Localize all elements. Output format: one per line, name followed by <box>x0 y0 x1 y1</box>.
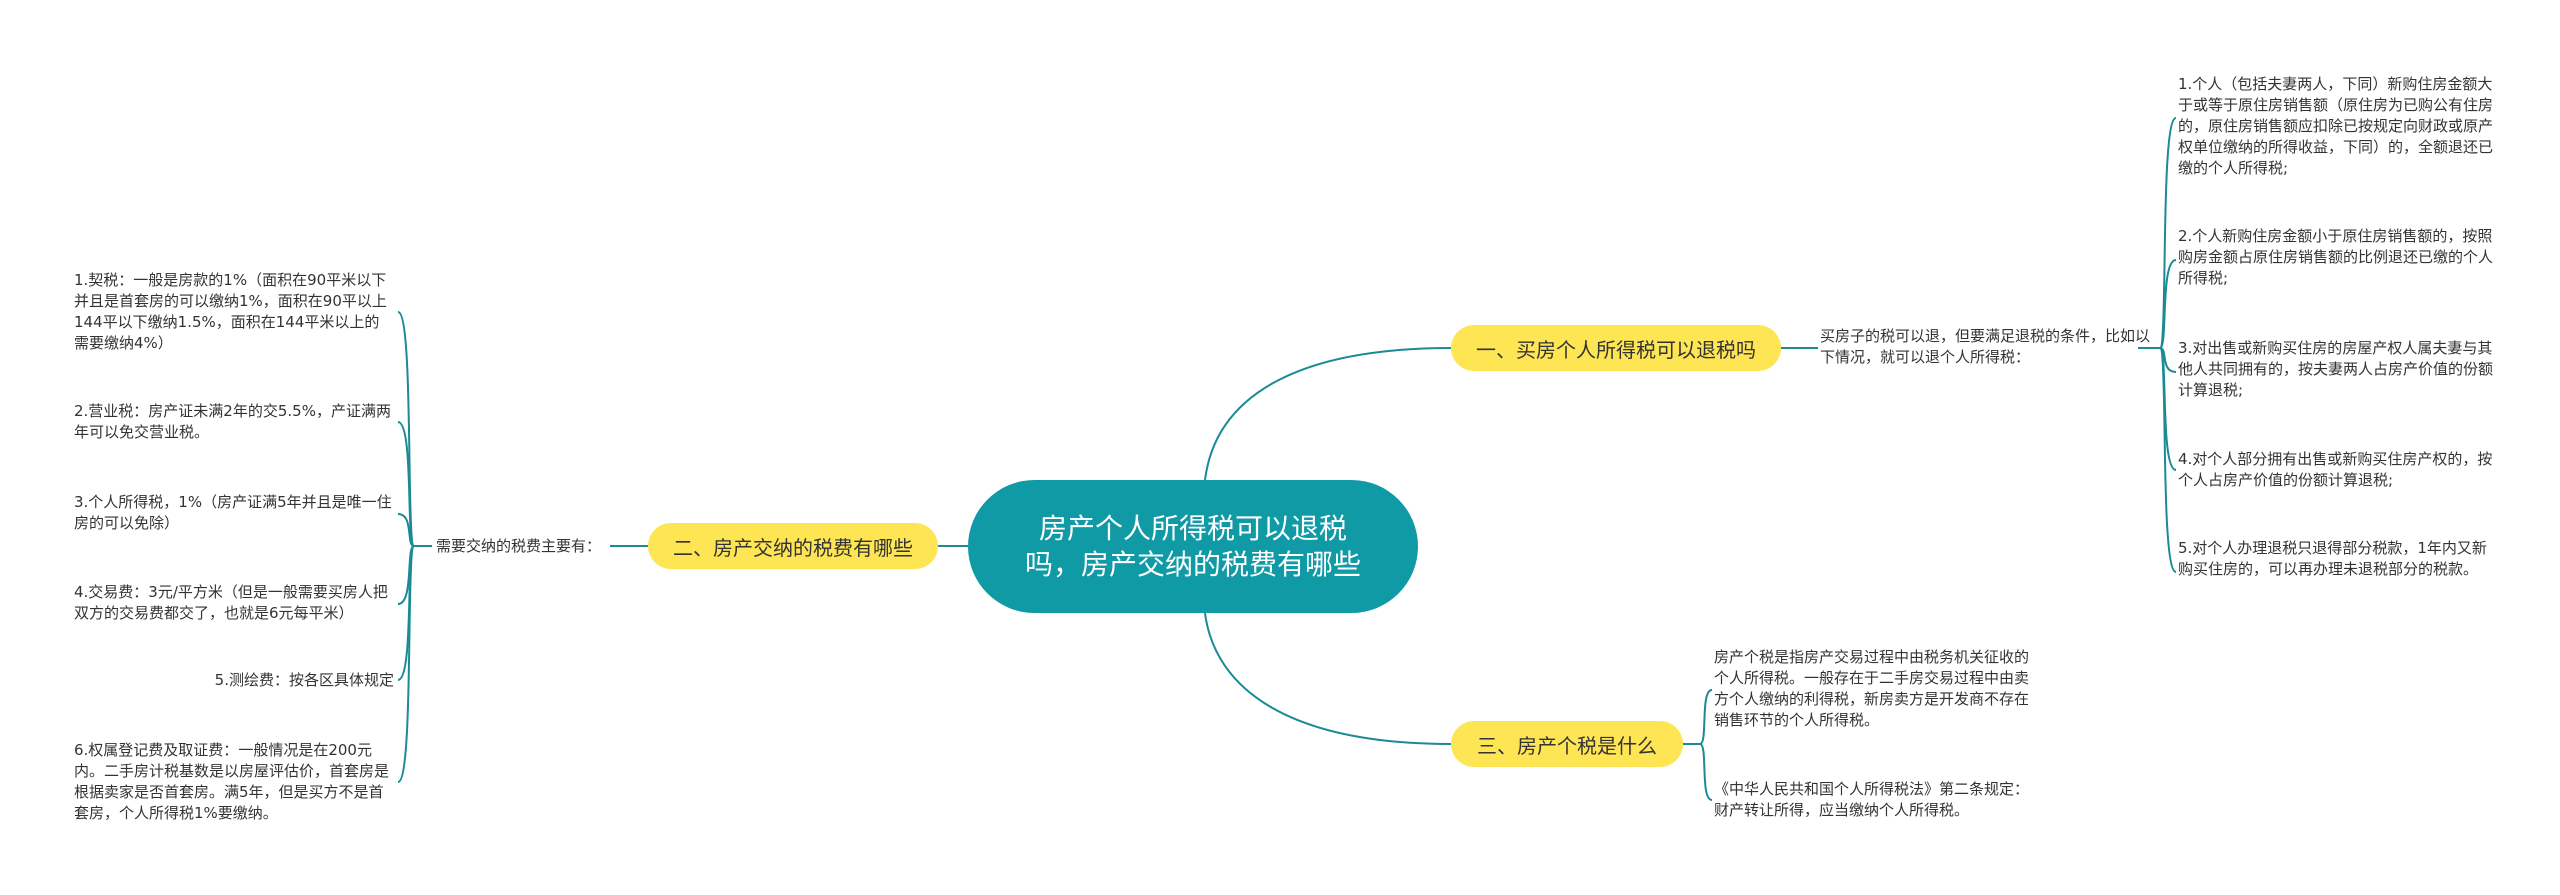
edge-branch-3-item-1 <box>1699 689 1713 745</box>
branch-1-item-5: 5.对个人办理退税只退得部分税款，1年内又新购买住房的，可以再办理未退税部分的税… <box>2178 539 2487 578</box>
branch-1-item-3: 3.对出售或新购买住房的房屋产权人属夫妻与其他人共同拥有的，按夫妻两人占房产价值… <box>2178 339 2494 399</box>
edge-branch-1-item-1 <box>2159 117 2177 349</box>
branch-2-item-2: 2.营业税：房产证未满2年的交5.5%，产证满两年可以免交营业税。 <box>74 402 391 441</box>
branch-2-node[interactable]: 二、房产交纳的税费有哪些 <box>648 523 938 569</box>
branch-3-node[interactable]: 三、房产个税是什么 <box>1451 721 1683 767</box>
edge-center-branch-3 <box>1204 612 1452 745</box>
branch-1-node[interactable]: 一、买房个人所得税可以退税吗 <box>1451 325 1781 371</box>
central-topic-label: 房产个人所得税可以退税吗，房产交纳的税费有哪些 <box>1024 511 1361 581</box>
branch-3-label: 三、房产个税是什么 <box>1477 733 1657 758</box>
edge-branch-1-item-5 <box>2159 347 2177 573</box>
branch-2-label: 二、房产交纳的税费有哪些 <box>673 535 913 560</box>
branch-2-item-4: 4.交易费：3元/平方米（但是一般需要买房人把双方的交易费都交了，也就是6元每平… <box>74 583 388 622</box>
edge-center-branch-1 <box>1204 347 1452 481</box>
branch-2-item-3: 3.个人所得税，1%（房产证满5年并且是唯一住房的可以免除） <box>74 493 392 532</box>
central-topic[interactable]: 房产个人所得税可以退税吗，房产交纳的税费有哪些 <box>968 480 1418 613</box>
branch-1-item-1: 1.个人（包括夫妻两人，下同）新购住房金额大于或等于原住房销售额（原住房为已购公… <box>2178 75 2494 177</box>
edge-branch-2-item-3 <box>397 513 415 547</box>
branch-3-item-1: 房产个税是指房产交易过程中由税务机关征收的个人所得税。一般存在于二手房交易过程中… <box>1714 648 2030 729</box>
edge-branch-2-item-1 <box>397 311 415 547</box>
branch-2-item-5: 5.测绘费：按各区具体规定 <box>214 671 394 689</box>
branch-1-item-2: 2.个人新购住房金额小于原住房销售额的，按照购房金额占原住房销售额的比例退还已缴… <box>2178 227 2494 287</box>
edge-branch-2-item-6 <box>397 545 415 783</box>
branch-2-item-1: 1.契税：一般是房款的1%（面积在90平米以下并且是首套房的可以缴纳1%，面积在… <box>74 271 387 352</box>
branch-1-intro: 买房子的税可以退，但要满足退税的条件，比如以下情况，就可以退个人所得税： <box>1820 327 2151 366</box>
branch-1-label: 一、买房个人所得税可以退税吗 <box>1476 337 1756 362</box>
edge-branch-3-item-2 <box>1699 743 1713 801</box>
branch-3-item-2: 《中华人民共和国个人所得税法》第二条规定：财产转让所得，应当缴纳个人所得税。 <box>1714 780 2030 819</box>
branch-2-item-6: 6.权属登记费及取证费：一般情况是在200元内。二手房计税基数是以房屋评估价，首… <box>74 741 390 822</box>
branch-2-intro: 需要交纳的税费主要有： <box>436 537 602 555</box>
edge-branch-2-item-2 <box>397 421 415 547</box>
edge-branch-1-item-2 <box>2159 259 2177 349</box>
branch-1-item-4: 4.对个人部分拥有出售或新购买住房产权的，按个人占房产价值的份额计算退税; <box>2178 450 2493 489</box>
